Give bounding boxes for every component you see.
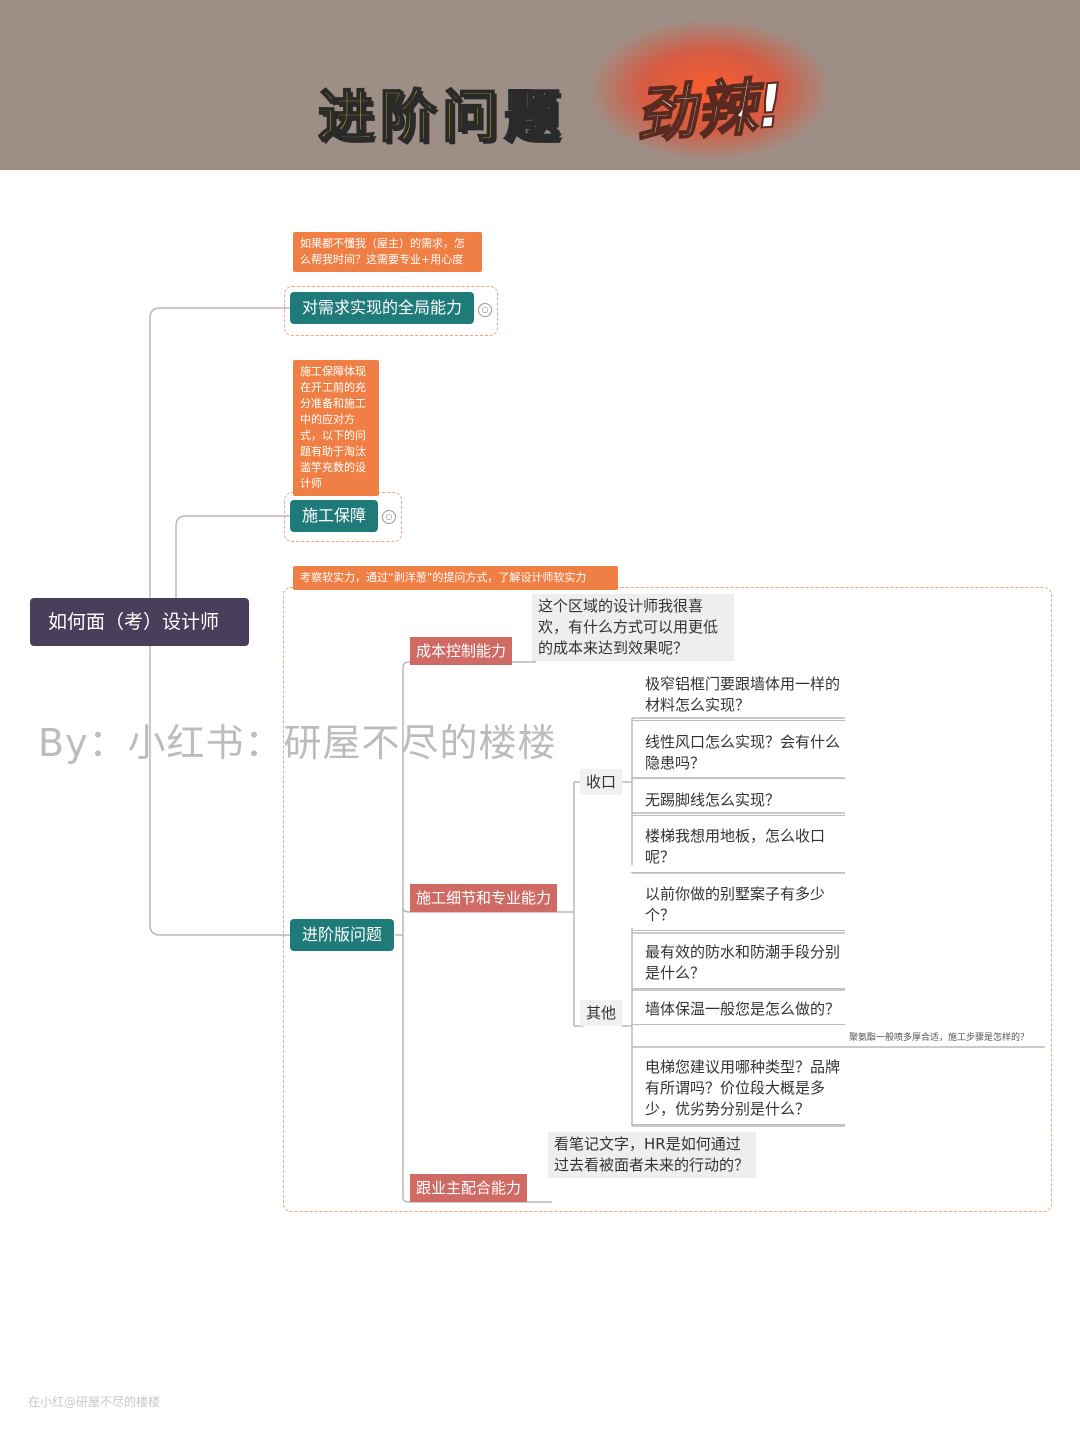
- branch3-frame: [283, 587, 1052, 1212]
- other-item: 以前你做的别墅案子有多少个？: [631, 882, 845, 931]
- owner-node[interactable]: 跟业主配合能力: [410, 1174, 528, 1202]
- collapse-icon[interactable]: ○: [382, 510, 396, 524]
- cost-control-node[interactable]: 成本控制能力: [410, 637, 513, 665]
- collapse-icon[interactable]: ○: [478, 303, 492, 317]
- other-item: 墙体保温一般您是怎么做的？: [631, 997, 845, 1025]
- branch3-note: 考察软实力，通过“剥洋葱”的提问方式，了解设计师软实力: [293, 566, 618, 590]
- other-item: 电梯您建议用哪种类型？品牌有所谓吗？价位段大概是多少，优劣势分别是什么？: [631, 1055, 845, 1125]
- header-badge: 劲辣!: [633, 70, 787, 152]
- branch3-node[interactable]: 进阶版问题: [290, 919, 395, 951]
- branch1-node[interactable]: 对需求实现的全局能力: [290, 292, 475, 324]
- shoukou-item: 极窄铝框门要跟墙体用一样的材料怎么实现？: [631, 672, 845, 721]
- cost-question: 这个区域的设计师我很喜欢，有什么方式可以用更低的成本来达到效果呢？: [532, 594, 734, 661]
- burst-graphic: [590, 20, 830, 160]
- mindmap: 如何面（考）设计师 如果都不懂我（屋主）的需求，怎么帮我时间？这需要专业+用心度…: [0, 170, 1080, 1270]
- detail-node[interactable]: 施工细节和专业能力: [410, 884, 558, 912]
- watermark: By：小红书：研屋不尽的楼楼: [38, 721, 557, 765]
- shoukou-node[interactable]: 收口: [580, 769, 623, 795]
- header-title: 进阶问题: [317, 84, 566, 151]
- branch2-note: 施工保障体现在开工前的充分准备和施工中的应对方式，以下的问题有助于淘汰滥竽充数的…: [293, 360, 379, 496]
- shoukou-item: 楼梯我想用地板，怎么收口呢？: [631, 824, 845, 873]
- owner-question: 看笔记文字，HR是如何通过过去看被面者未来的行动的？: [548, 1132, 756, 1178]
- root-node[interactable]: 如何面（考）设计师: [30, 598, 249, 646]
- branch1-frame: [284, 286, 498, 336]
- other-node[interactable]: 其他: [580, 1000, 623, 1026]
- footer-watermark: 在小红@研屋不尽的楼楼: [28, 1395, 161, 1409]
- shoukou-item: 线性风口怎么实现？会有什么隐患吗？: [631, 730, 845, 779]
- connector-lines: [149, 307, 1045, 1203]
- shoukou-item: 无踢脚线怎么实现？: [631, 788, 845, 816]
- branch2-node[interactable]: 施工保障: [290, 500, 379, 532]
- branch1-note: 如果都不懂我（屋主）的需求，怎么帮我时间？这需要专业+用心度: [293, 232, 482, 272]
- header-banner: 进阶问题 劲辣!: [0, 0, 1080, 170]
- other-extra: 聚氨酯一般喷多厚合适，施工步骤是怎样的？: [849, 1033, 1030, 1043]
- other-item: 最有效的防水和防潮手段分别是什么？: [631, 940, 845, 989]
